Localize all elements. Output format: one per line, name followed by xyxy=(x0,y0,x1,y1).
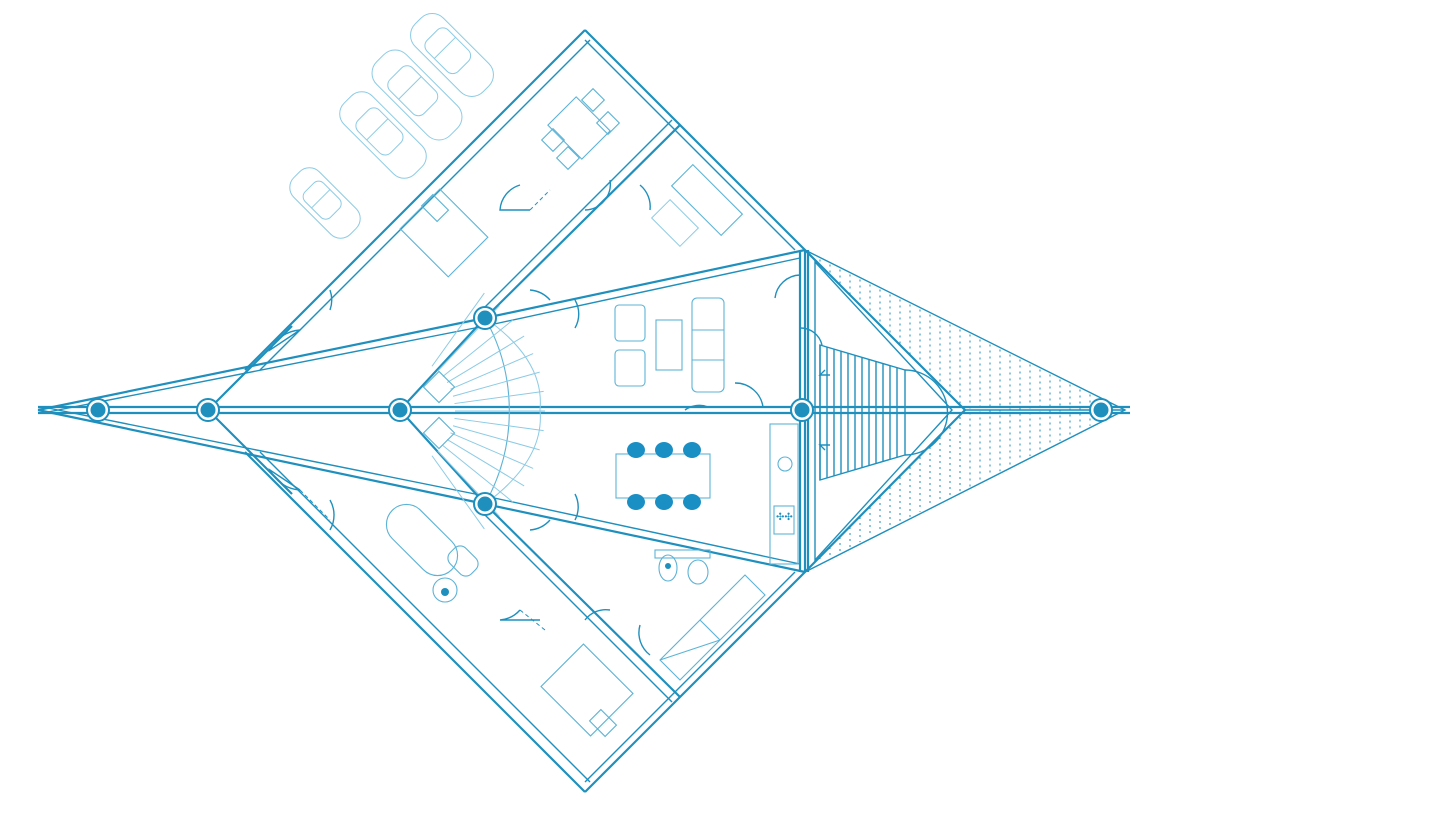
column-5 xyxy=(473,492,497,516)
bedroom-top xyxy=(399,188,489,278)
stair-tread xyxy=(454,390,544,405)
column-1 xyxy=(86,398,110,422)
column-6 xyxy=(790,398,814,422)
bathroom-bottom-left xyxy=(385,503,479,603)
living-room-center xyxy=(614,297,725,393)
stair-tread xyxy=(452,371,540,397)
stair-tread xyxy=(431,455,485,530)
bedroom-bottom xyxy=(540,643,634,738)
column-4 xyxy=(473,306,497,330)
stair-tread xyxy=(446,438,525,487)
stair-tread xyxy=(446,335,525,384)
living-room-top-right xyxy=(650,163,744,248)
stair-tread xyxy=(442,319,514,377)
stair-tread xyxy=(450,353,534,390)
dining-area xyxy=(615,442,711,510)
car-3 xyxy=(339,91,427,179)
parked-cars xyxy=(289,13,494,239)
car-1 xyxy=(410,13,494,97)
stair-tread xyxy=(431,292,485,367)
column-3 xyxy=(388,398,412,422)
stair-tread xyxy=(452,425,540,451)
svg-text:✣✣: ✣✣ xyxy=(776,512,793,523)
storage-bottom xyxy=(659,574,766,681)
column-2 xyxy=(196,398,220,422)
stair-tread xyxy=(442,445,514,503)
stair-tread xyxy=(454,417,544,432)
kitchen-counter: ✣✣ xyxy=(769,423,799,565)
doors xyxy=(268,179,823,656)
wc-bottom xyxy=(654,549,711,585)
car-2 xyxy=(371,49,463,141)
hatched-terrace xyxy=(803,248,1127,574)
straight-staircase xyxy=(818,344,949,481)
structural-columns xyxy=(86,306,1113,516)
column-7 xyxy=(1089,398,1113,422)
stair-tread xyxy=(450,432,534,469)
car-4 xyxy=(289,167,361,239)
dining-room-top xyxy=(540,87,621,171)
